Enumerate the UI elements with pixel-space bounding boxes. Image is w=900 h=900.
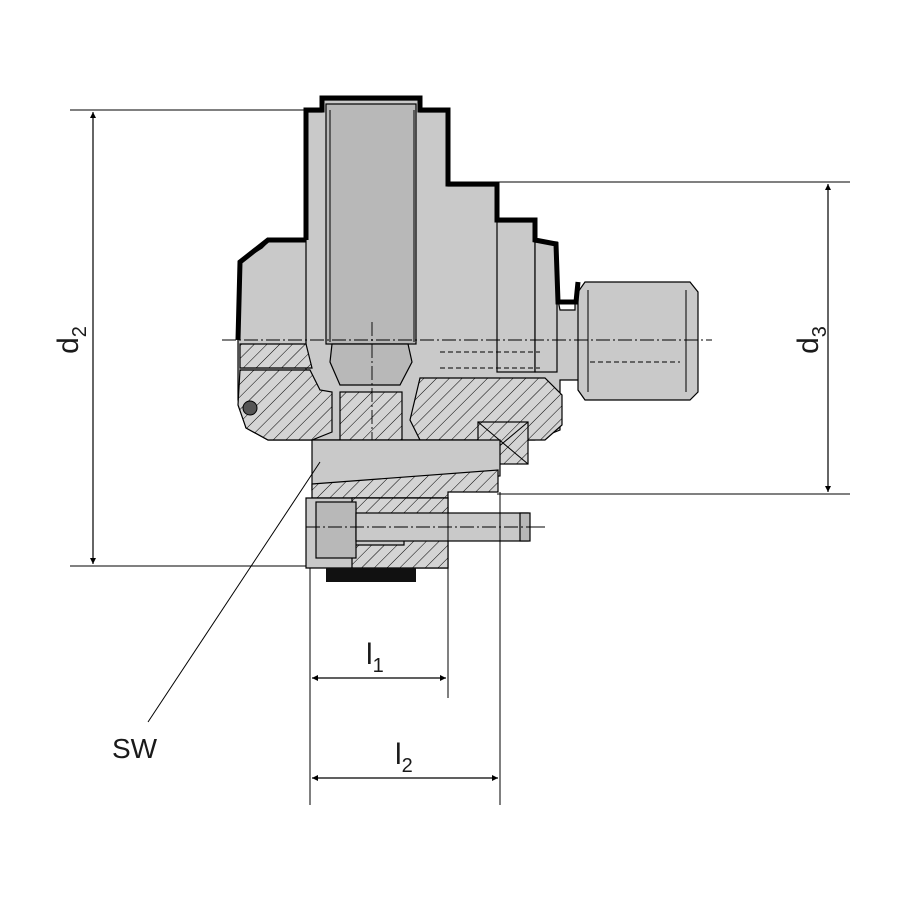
outer-outline — [303, 95, 581, 305]
left-hatched-ring — [237, 369, 333, 441]
vertical-shaft — [325, 103, 417, 345]
o-ring — [242, 400, 258, 416]
center-nut — [339, 391, 403, 441]
clamping-part — [222, 95, 712, 582]
sw-label: SW — [112, 733, 158, 764]
dimensions: d2 d3 l1 l2 SW — [52, 109, 850, 805]
d2-label: d2 — [52, 326, 91, 354]
sw-leader-line — [147, 461, 321, 723]
center-ball — [329, 343, 413, 386]
left-hatched-upper — [239, 343, 313, 369]
left-outline — [235, 237, 306, 341]
bottom-pad — [326, 568, 416, 582]
right-spigot — [577, 281, 699, 401]
collar-2 — [534, 241, 558, 373]
l2-label: l2 — [395, 738, 413, 777]
l1-label: l1 — [366, 638, 384, 677]
collar-1 — [496, 221, 536, 373]
d3-label: d3 — [792, 326, 831, 354]
screw-head — [315, 501, 357, 559]
